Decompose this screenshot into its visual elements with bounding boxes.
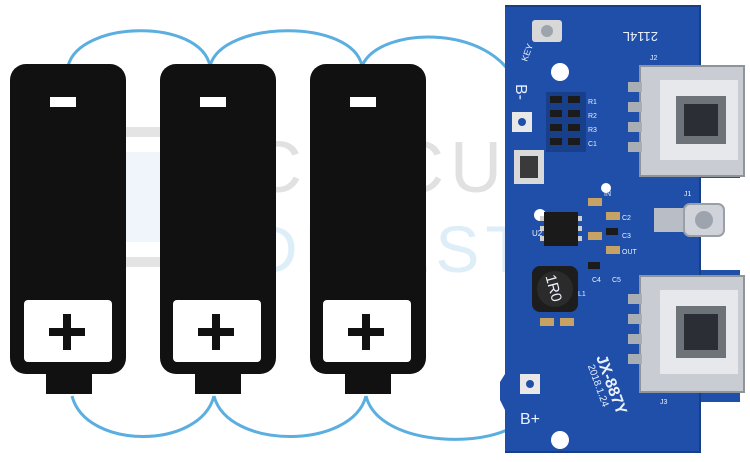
smd-parts	[540, 198, 620, 326]
b-minus-label: B-	[512, 84, 529, 100]
wire-bottom-2-3	[212, 395, 368, 438]
battery-terminal-cap	[195, 372, 241, 394]
in-label: IN	[604, 191, 611, 198]
wire-top-2-3	[208, 29, 364, 67]
pcb-board-jx887y: KEY 2114L B- B+ U1 R1 R2 R3 C1	[500, 5, 745, 453]
battery-body	[160, 64, 276, 374]
ic-u2	[544, 212, 578, 246]
wire-top-1-2	[66, 29, 212, 67]
r2-label: R2	[588, 113, 597, 120]
c2-label: C2	[622, 215, 631, 222]
j2-label: J2	[650, 55, 658, 62]
plus-icon-bar	[49, 328, 85, 336]
inductor-label: 1R0	[541, 273, 565, 304]
battery-terminal-cap	[345, 372, 391, 394]
battery-3	[310, 64, 426, 394]
battery-1	[10, 64, 126, 394]
l1-label: L1	[578, 291, 586, 298]
c1-label: C1	[588, 141, 597, 148]
negative-marker-icon	[350, 97, 376, 107]
mounting-hole	[551, 431, 569, 449]
battery-terminal-cap	[46, 372, 92, 394]
key-button	[532, 20, 562, 42]
j3-label: J3	[660, 399, 668, 406]
wire-bottom-to-b-plus	[364, 395, 522, 441]
plus-icon-bar	[198, 328, 234, 336]
usb-port-j2	[628, 65, 745, 177]
u2-label: U2	[532, 229, 543, 238]
c3-label: C3	[622, 233, 631, 240]
b-plus-label: B+	[520, 411, 540, 428]
led-j1	[654, 203, 725, 237]
negative-marker-icon	[200, 97, 226, 107]
out-label: OUT	[622, 249, 638, 256]
battery-2	[160, 64, 276, 394]
usb-port-j3	[628, 275, 745, 393]
j1-label: J1	[684, 191, 692, 198]
plus-icon-bar	[348, 328, 384, 336]
battery-pack	[10, 64, 426, 394]
negative-marker-icon	[50, 97, 76, 107]
r3-label: R3	[588, 127, 597, 134]
board-code: 2114L	[623, 29, 658, 44]
battery-body	[310, 64, 426, 374]
battery-body	[10, 64, 126, 374]
mounting-hole	[551, 63, 569, 81]
r1-label: R1	[588, 99, 597, 106]
inductor-l1: 1R0	[532, 266, 578, 312]
c5-label: C5	[612, 277, 621, 284]
wire-bottom-1-2	[70, 395, 216, 438]
mounting-hole	[601, 183, 611, 193]
c4-label: C4	[592, 277, 601, 284]
